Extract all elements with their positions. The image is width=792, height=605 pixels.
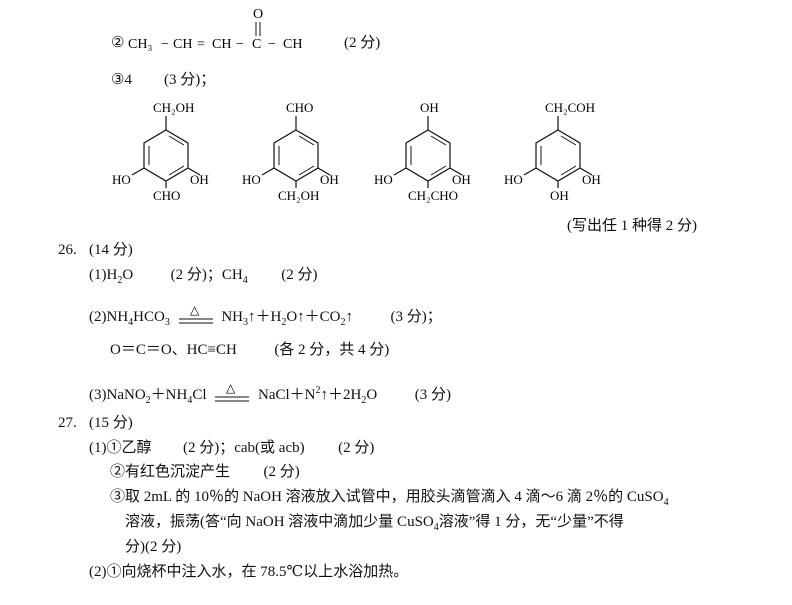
p1-a: (1)H [89, 267, 118, 283]
struct-right: OH [582, 172, 601, 187]
q27-line4: 溶液，振荡(答“向 NaOH 溶液中滴加少量 CuSO4溶液”得 1 分，无“少… [125, 514, 624, 533]
formula-bond1: − [161, 37, 169, 52]
structure-2: CHO HO OH CH₂OH [242, 100, 339, 203]
formula-ch-a: CH [173, 37, 192, 52]
q25-note: (写出任 1 种得 2 分) [567, 218, 697, 234]
q25-item2-score: (2 分) [344, 35, 381, 51]
enone-formula: CH₃ − CH = CH − C − CH O [128, 7, 302, 52]
struct-bottom: CHO [153, 188, 180, 203]
q25-item3-label: ③4 [111, 72, 132, 88]
p3-score: (3 分) [414, 387, 451, 403]
struct-left: HO [242, 172, 261, 187]
formula-bond2: − [236, 37, 244, 52]
struct-right: OH [190, 172, 209, 187]
item-number: ② [111, 35, 125, 51]
structure-4: CH₂COH HO OH OH [504, 100, 601, 203]
struct-right: OH [452, 172, 471, 187]
struct-left: HO [112, 172, 131, 187]
struct-top: CHO [286, 100, 313, 115]
formula-ch-c: CH [283, 37, 302, 52]
struct-top: OH [420, 100, 439, 115]
struct-bottom: CH₂OH [278, 188, 319, 203]
heat-arrow: △ [178, 304, 214, 328]
struct-bottom: CH₂CHO [408, 188, 458, 203]
formula-bond3: − [268, 37, 276, 52]
struct-top: CH₂OH [153, 100, 194, 115]
heat-arrow: △ [214, 382, 250, 406]
struct-left: HO [374, 172, 393, 187]
struct-top: CH₂COH [545, 100, 595, 115]
q26-part1: (1)H2O (2 分)；CH4 (2 分) [89, 267, 318, 286]
carbonyl-oxygen: O [253, 7, 263, 22]
q26-number: 26. [58, 242, 77, 258]
q27-line3: ③取 2mL 的 10％的 NaOH 溶液放入试管中，用胶头滴管滴入 4 滴～6… [110, 489, 669, 508]
q27-line6: (2)①向烧杯中注入水，在 78.5℃以上水浴加热。 [89, 564, 409, 580]
q26-part2b: O＝C＝O、HC≡CH (各 2 分，共 4 分) [110, 342, 390, 358]
q27-line2: ②有红色沉淀产生 (2 分) [110, 464, 300, 480]
q27-line5: 分)(2 分) [125, 539, 182, 555]
p2-score: (3 分)； [390, 309, 442, 325]
svg-text:△: △ [190, 304, 200, 317]
p1-s1: (2 分)；CH [170, 267, 243, 283]
struct-left: HO [504, 172, 523, 187]
structure-1: CH₂OH HO OH CHO [112, 100, 209, 203]
struct-right: OH [320, 172, 339, 187]
q26-total: (14 分) [89, 242, 133, 258]
structure-3: OH HO OH CH₂CHO [374, 100, 471, 203]
q27-number: 27. [58, 415, 77, 431]
formula-carbonyl-c: C [252, 37, 261, 52]
formula-ch3: CH₃ [128, 37, 152, 52]
formula-ch-b: CH [212, 37, 231, 52]
q25-item3-score: (3 分)； [164, 72, 216, 88]
formula-double-bond: = [197, 37, 205, 52]
q26-part3: (3)NaNO2＋NH4Cl △ NaCl＋N2↑＋2H2O (3 分) [89, 381, 451, 406]
svg-text:△: △ [226, 382, 236, 395]
q27-line1: (1)①乙醇 (2 分)；cab(或 acb) (2 分) [89, 440, 375, 456]
p1-s2: (2 分) [281, 267, 318, 283]
q26-part2: (2)NH4HCO3 △ NH3↑＋H2O↑＋CO2↑ (3 分)； [89, 303, 442, 328]
struct-bottom: OH [550, 188, 569, 203]
q25-item2-line: ② [111, 33, 124, 53]
q27-total: (15 分) [89, 415, 133, 431]
